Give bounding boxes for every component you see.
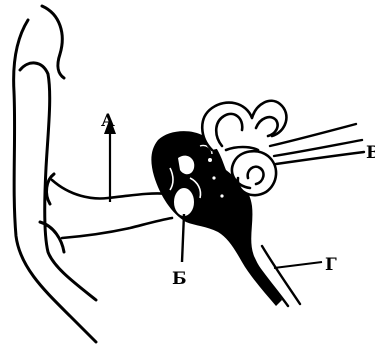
label-a: А <box>101 111 115 131</box>
pointer-g <box>274 262 322 268</box>
pointer-b <box>182 214 184 262</box>
auditory-nerve <box>270 124 364 164</box>
label-b: Б <box>172 269 187 289</box>
ear-canal <box>52 180 172 238</box>
label-g: Г <box>325 255 337 275</box>
outer-ear <box>14 6 96 342</box>
label-v: В <box>366 143 375 163</box>
